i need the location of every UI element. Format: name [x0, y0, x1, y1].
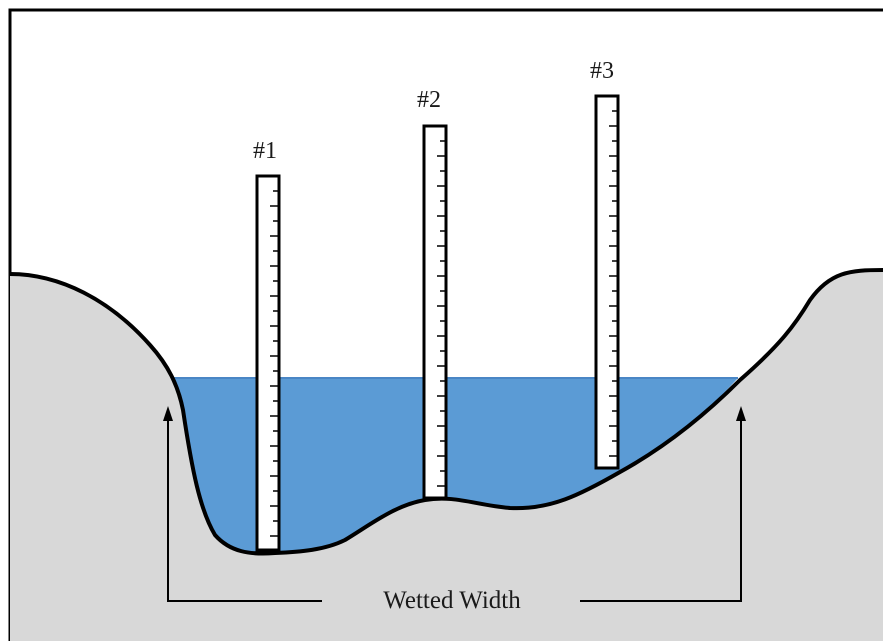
measuring-rod-1: [255, 174, 281, 552]
measuring-rod-3: [594, 94, 620, 470]
wetted-width-label: Wetted Width: [383, 587, 521, 614]
rod-label-2: #2: [417, 87, 441, 113]
rod-body: [255, 174, 281, 552]
rod-body: [422, 124, 448, 500]
measuring-rod-2: [422, 124, 448, 500]
left-bracket-line: [167, 420, 322, 602]
rod-label-3: #3: [590, 58, 614, 84]
left-arrow-head: [163, 406, 173, 421]
stream-bank-ground: [10, 270, 883, 641]
right-bracket-line: [580, 420, 742, 602]
rod-label-1: #1: [253, 138, 277, 164]
right-arrow-head: [736, 406, 746, 421]
rod-body: [594, 94, 620, 470]
stream-bed-outline: [9, 268, 883, 556]
wetted-width-bracket: [163, 406, 746, 602]
